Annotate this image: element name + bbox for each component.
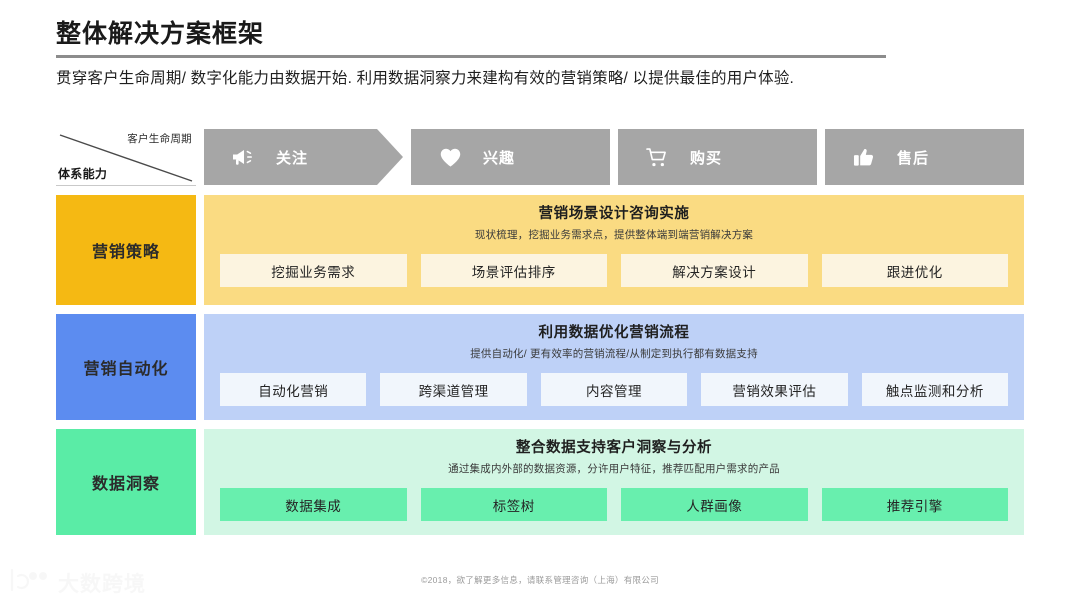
chip-item[interactable]: 跟进优化	[821, 254, 1008, 287]
copyright-note: ©2018，欲了解更多信息，请联系管理咨询（上海）有限公司	[421, 575, 659, 585]
chip-list: 数据集成 标签树 人群画像 推荐引擎	[214, 488, 1014, 521]
chip-item[interactable]: 内容管理	[540, 373, 688, 406]
capability-label-strategy: 营销策略	[56, 195, 196, 305]
chip-item[interactable]: 挖掘业务需求	[220, 254, 407, 287]
megaphone-icon	[230, 145, 256, 169]
watermark-logo: 大数跨境	[8, 567, 146, 598]
page-title: 整体解决方案框架	[56, 20, 265, 48]
chip-list: 自动化营销 跨渠道管理 内容管理 营销效果评估 触点监测和分析	[214, 373, 1014, 406]
page-subtitle: 贯穿客户生命周期/ 数字化能力由数据开始. 利用数据洞察力来建构有效的营销策略/…	[56, 70, 795, 87]
axis-label-capability: 体系能力	[58, 167, 108, 181]
stage-interest[interactable]: 兴趣	[411, 129, 610, 185]
chip-item[interactable]: 标签树	[420, 488, 607, 521]
capability-title: 利用数据优化营销流程	[538, 325, 690, 341]
capability-title: 营销场景设计咨询实施	[538, 206, 690, 222]
chip-item[interactable]: 跨渠道管理	[380, 373, 527, 406]
stage-label: 售后	[897, 149, 930, 167]
capability-row-automation: 营销自动化 利用数据优化营销流程 提供自动化/ 更有效率的营销流程/从制定到执行…	[56, 314, 1024, 420]
chip-item[interactable]: 解决方案设计	[621, 254, 808, 287]
capability-subtitle: 通过集成内外部的数据资源，分许用户特征，推荐匹配用户需求的产品	[448, 463, 780, 475]
stage-after-sales[interactable]: 售后	[825, 129, 1024, 185]
diagonal-divider-icon	[56, 129, 196, 185]
framework-matrix: 客户生命周期 体系能力 关注	[56, 129, 1024, 535]
chip-item[interactable]: 人群画像	[621, 488, 808, 521]
chip-item[interactable]: 推荐引擎	[821, 488, 1008, 521]
chip-item[interactable]: 数据集成	[220, 488, 407, 521]
chip-item[interactable]: 自动化营销	[220, 373, 367, 406]
page-header: 整体解决方案框架 贯穿客户生命周期/ 数字化能力由数据开始. 利用数据洞察力来建…	[56, 18, 886, 89]
watermark-mark-icon	[8, 567, 52, 598]
capability-label-insight: 数据洞察	[56, 429, 196, 535]
stage-label: 购买	[690, 149, 723, 167]
stage-attention[interactable]: 关注	[204, 129, 403, 185]
capability-subtitle: 提供自动化/ 更有效率的营销流程/从制定到执行都有数据支持	[470, 348, 758, 360]
thumbs-up-icon	[851, 145, 877, 169]
stage-label: 关注	[276, 149, 309, 167]
stage-label: 兴趣	[483, 149, 516, 167]
stage-header-row: 客户生命周期 体系能力 关注	[56, 129, 1024, 186]
chip-list: 挖掘业务需求 场景评估排序 解决方案设计 跟进优化	[214, 254, 1014, 287]
capability-subtitle: 现状梳理，挖掘业务需求点，提供整体端到端营销解决方案	[474, 229, 754, 241]
capability-body-strategy: 营销场景设计咨询实施 现状梳理，挖掘业务需求点，提供整体端到端营销解决方案 挖掘…	[204, 195, 1024, 305]
capability-body-insight: 整合数据支持客户洞察与分析 通过集成内外部的数据资源，分许用户特征，推荐匹配用户…	[204, 429, 1024, 535]
capability-row-strategy: 营销策略 营销场景设计咨询实施 现状梳理，挖掘业务需求点，提供整体端到端营销解决…	[56, 195, 1024, 305]
heart-icon	[437, 145, 463, 169]
axis-corner-cell: 客户生命周期 体系能力	[56, 129, 196, 186]
stage-purchase[interactable]: 购买	[618, 129, 817, 185]
capability-label-automation: 营销自动化	[56, 314, 196, 420]
watermark-text: 大数跨境	[58, 572, 146, 596]
title-divider	[56, 55, 886, 58]
stage-list: 关注 兴趣 购买	[204, 129, 1024, 186]
capability-title: 整合数据支持客户洞察与分析	[515, 440, 713, 456]
chip-item[interactable]: 营销效果评估	[701, 373, 848, 406]
capability-body-automation: 利用数据优化营销流程 提供自动化/ 更有效率的营销流程/从制定到执行都有数据支持…	[204, 314, 1024, 420]
axis-label-lifecycle: 客户生命周期	[127, 133, 192, 145]
chip-item[interactable]: 场景评估排序	[420, 254, 607, 287]
shopping-cart-icon	[644, 145, 670, 169]
chip-item[interactable]: 触点监测和分析	[861, 373, 1009, 406]
capability-row-insight: 数据洞察 整合数据支持客户洞察与分析 通过集成内外部的数据资源，分许用户特征，推…	[56, 429, 1024, 535]
